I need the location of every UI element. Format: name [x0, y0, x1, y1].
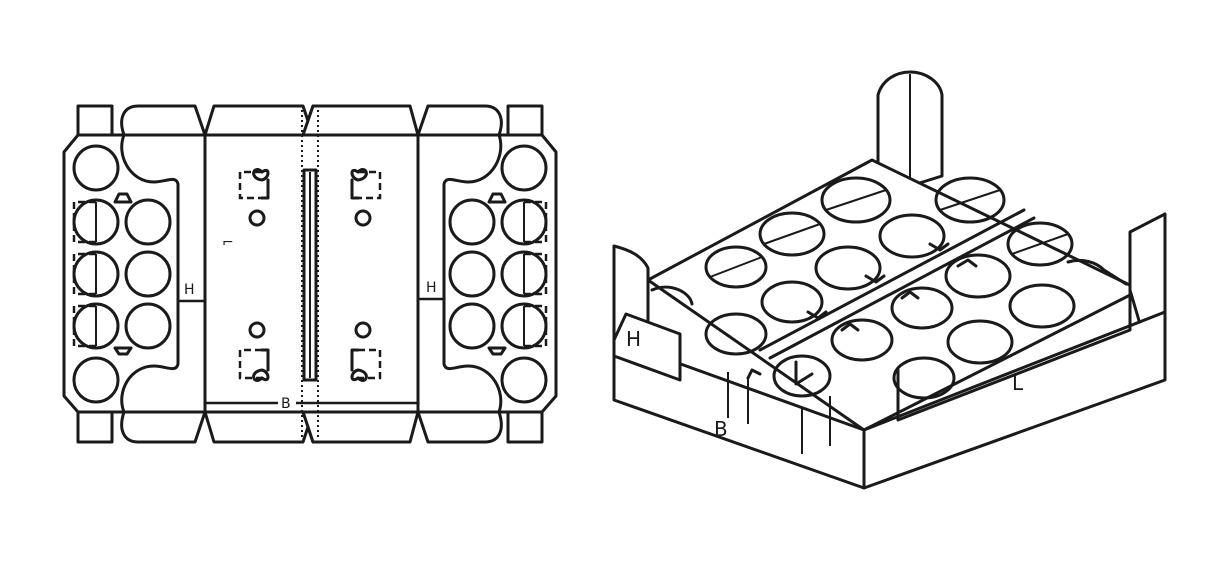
left-end-panel: [62, 133, 180, 414]
center-ridge: [758, 208, 1026, 352]
top-flap-right: [506, 104, 544, 137]
bottom-flap-left: [76, 410, 114, 444]
label-b: B: [281, 396, 291, 412]
label-b-3d: B: [714, 417, 728, 441]
base-panel-tabs: [238, 168, 382, 382]
tray-3d: L H B: [612, 70, 1167, 490]
dimension-h-left: H: [176, 282, 207, 307]
corner-mark: ⌐: [222, 235, 234, 251]
right-end-panel: [442, 133, 558, 414]
label-h-3d: H: [626, 327, 641, 351]
top-flap-center-right: [301, 104, 420, 137]
top-flap-left: [76, 104, 114, 137]
left-end-wall: [612, 244, 650, 342]
right-panel-holes: [448, 144, 548, 404]
bottom-flap-right: [506, 410, 544, 444]
right-end-wall: [1128, 212, 1167, 326]
label-h-left: H: [184, 282, 195, 298]
dimension-b: B: [203, 396, 420, 412]
bottom-flap-right-curve: [416, 410, 503, 444]
label-h-right: H: [426, 280, 437, 296]
bottom-flap-center-right: [301, 410, 420, 444]
center-ridge-2: [768, 216, 1036, 360]
bottom-flap-left-curve: [120, 410, 207, 444]
left-panel-holes: [72, 144, 172, 404]
dimension-h-right: H: [416, 280, 446, 305]
label-l: L: [1012, 371, 1024, 395]
tray-holes: [704, 176, 1076, 400]
base-panel: [203, 133, 420, 414]
top-flap-right-curve: [416, 104, 503, 137]
flat-pattern: H H B ⌐: [62, 104, 558, 444]
top-flap-left-curve: [120, 104, 207, 137]
center-divider-slot: [302, 168, 318, 382]
